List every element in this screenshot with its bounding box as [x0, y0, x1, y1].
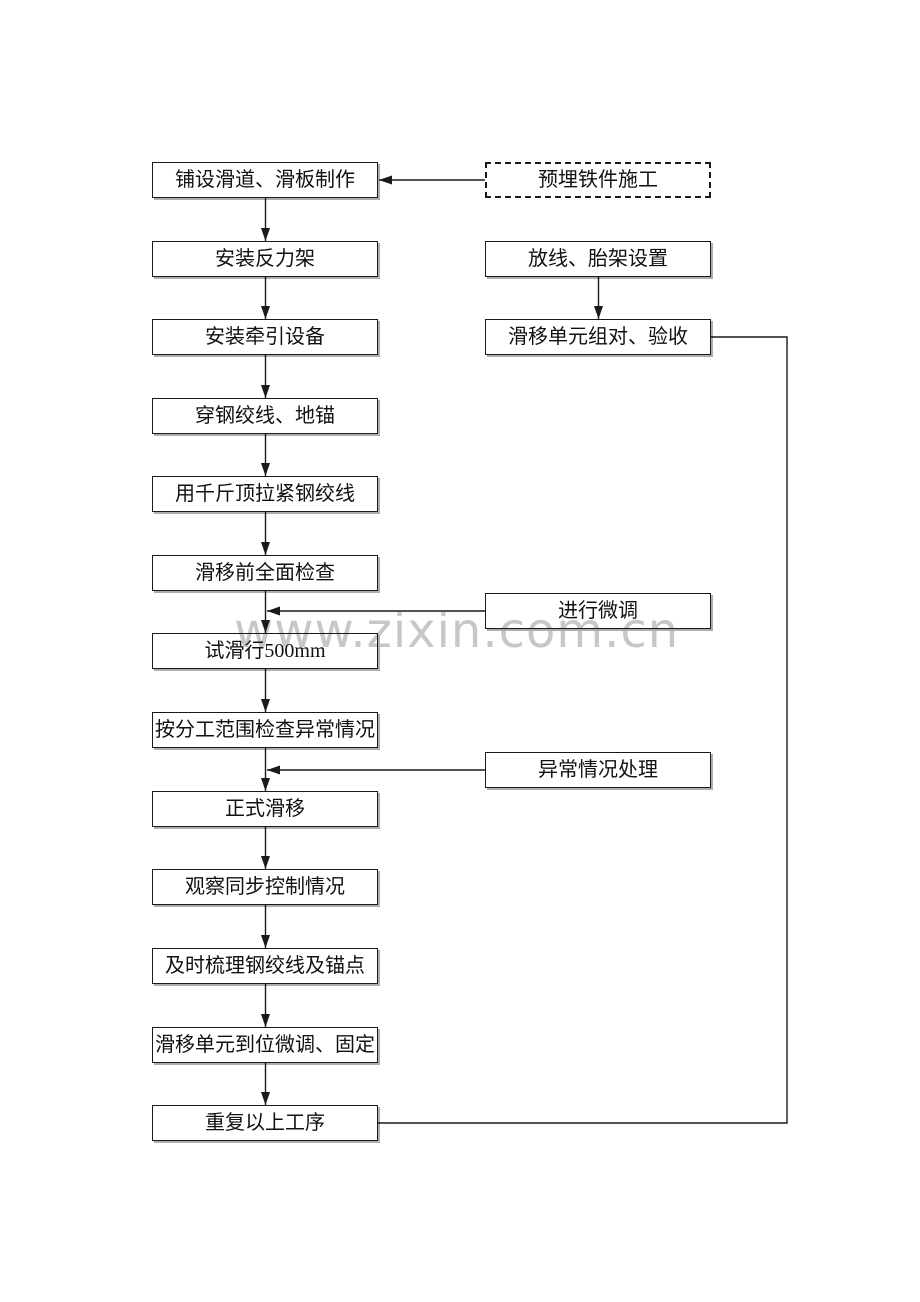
step-thread-strands-anchor: 穿钢绞线、地锚: [152, 398, 378, 434]
step-lay-slideway-make-skids: 铺设滑道、滑板制作: [152, 162, 378, 198]
step-label: 放线、胎架设置: [528, 248, 668, 270]
step-unit-position-fixing: 滑移单元到位微调、固定: [152, 1027, 378, 1063]
step-label: 异常情况处理: [538, 759, 658, 781]
step-label: 及时梳理钢绞线及锚点: [165, 955, 365, 977]
step-install-traction-equipment: 安装牵引设备: [152, 319, 378, 355]
side-fine-tuning: 进行微调: [485, 593, 711, 629]
step-label: 安装牵引设备: [205, 326, 325, 348]
step-label: 试滑行500mm: [204, 640, 326, 662]
step-label: 安装反力架: [215, 248, 315, 270]
step-label: 观察同步控制情况: [185, 876, 345, 898]
side-abnormality-handling: 异常情况处理: [485, 752, 711, 788]
step-trial-slide-500mm: 试滑行500mm: [152, 633, 378, 669]
step-pre-slide-inspection: 滑移前全面检查: [152, 555, 378, 591]
step-label: 按分工范围检查异常情况: [155, 719, 375, 741]
step-repeat-procedure: 重复以上工序: [152, 1105, 378, 1141]
side-embedded-iron-parts: 预埋铁件施工: [485, 162, 711, 198]
step-label: 铺设滑道、滑板制作: [175, 169, 355, 191]
step-formal-sliding: 正式滑移: [152, 791, 378, 827]
step-jack-tension-strands: 用千斤顶拉紧钢绞线: [152, 476, 378, 512]
step-check-abnormalities: 按分工范围检查异常情况: [152, 712, 378, 748]
connector-loop-repeat: [378, 336, 788, 1124]
step-label: 进行微调: [558, 600, 638, 622]
step-arrange-strands-anchors: 及时梳理钢绞线及锚点: [152, 948, 378, 984]
step-label: 穿钢绞线、地锚: [195, 405, 335, 427]
step-label: 正式滑移: [225, 798, 305, 820]
step-label: 用千斤顶拉紧钢绞线: [175, 483, 355, 505]
step-label: 滑移单元组对、验收: [508, 326, 688, 348]
side-setting-out-jig-setup: 放线、胎架设置: [485, 241, 711, 277]
step-install-reaction-frame: 安装反力架: [152, 241, 378, 277]
step-label: 重复以上工序: [205, 1112, 325, 1134]
side-unit-assembly-acceptance: 滑移单元组对、验收: [485, 319, 711, 355]
step-label: 预埋铁件施工: [538, 169, 658, 191]
step-label: 滑移单元到位微调、固定: [155, 1034, 375, 1056]
step-label: 滑移前全面检查: [195, 562, 335, 584]
step-observe-sync-control: 观察同步控制情况: [152, 869, 378, 905]
